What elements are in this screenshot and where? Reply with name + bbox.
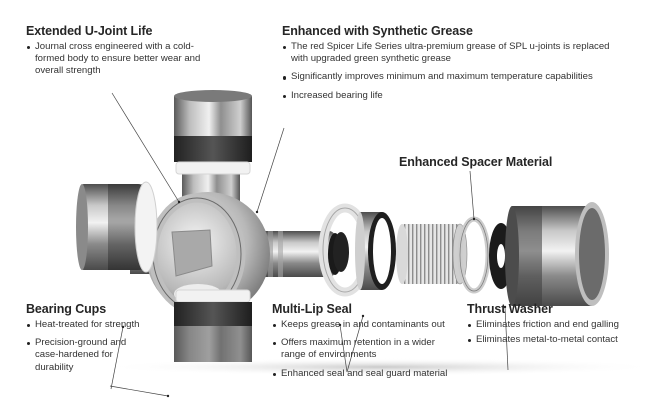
bullet-item: Eliminates metal-to-metal contact [467,334,647,346]
callout-bullets: Eliminates friction and end galling Elim… [467,319,647,346]
bearing-cup-bottom [174,289,252,362]
bullet-item: The red Spicer Life Series ultra-premium… [282,41,627,65]
bearing-cup-top [174,90,252,175]
cross-arm-right [255,231,335,277]
callout-extended-ujoint-life: Extended U-Joint Life Journal cross engi… [26,24,206,84]
callout-bearing-cups: Bearing Cups Heat-treated for strength P… [26,302,171,380]
bullet-item: Enhanced seal and seal guard material [272,368,467,380]
bullet-item: Heat-treated for strength [26,319,171,331]
leader-lines [109,92,509,397]
floor-shadow [100,358,651,376]
bullet-item: Keeps grease in and contaminants out [272,319,467,331]
bullet-item: Eliminates friction and end galling [467,319,647,331]
callout-title: Multi-Lip Seal [272,302,352,316]
callout-title: Thrust Washer [467,302,553,316]
callout-title: Bearing Cups [26,302,107,316]
bullet-item: Increased bearing life [282,90,627,102]
bullet-item: Precision-ground and case-hardened for d… [26,337,135,374]
needle-roller-bearing [396,223,468,285]
bearing-cup-exploded [505,202,609,306]
callout-spacer-material: Enhanced Spacer Material [399,155,552,172]
callout-title: Enhanced Spacer Material [399,155,553,169]
callout-bullets: Journal cross engineered with a cold-for… [26,41,206,78]
hub-square-face [171,229,213,277]
bullet-item: Journal cross engineered with a cold-for… [26,41,206,78]
multi-lip-seal [355,212,396,290]
bullet-item: Offers maximum retention in a wider rang… [272,337,446,361]
bullet-item: Significantly improves minimum and maxim… [282,71,627,83]
callout-bullets: The red Spicer Life Series ultra-premium… [282,41,627,102]
callout-title: Enhanced with Synthetic Grease [282,24,473,38]
bearing-cup-left [76,181,158,273]
callout-bullets: Keeps grease in and contaminants out Off… [272,319,467,380]
callout-title: Extended U-Joint Life [26,24,153,38]
callout-synthetic-grease: Enhanced with Synthetic Grease The red S… [282,24,627,108]
callout-thrust-washer: Thrust Washer Eliminates friction and en… [467,302,647,349]
callout-multi-lip-seal: Multi-Lip Seal Keeps grease in and conta… [272,302,467,386]
callout-bullets: Heat-treated for strength Precision-grou… [26,319,171,374]
